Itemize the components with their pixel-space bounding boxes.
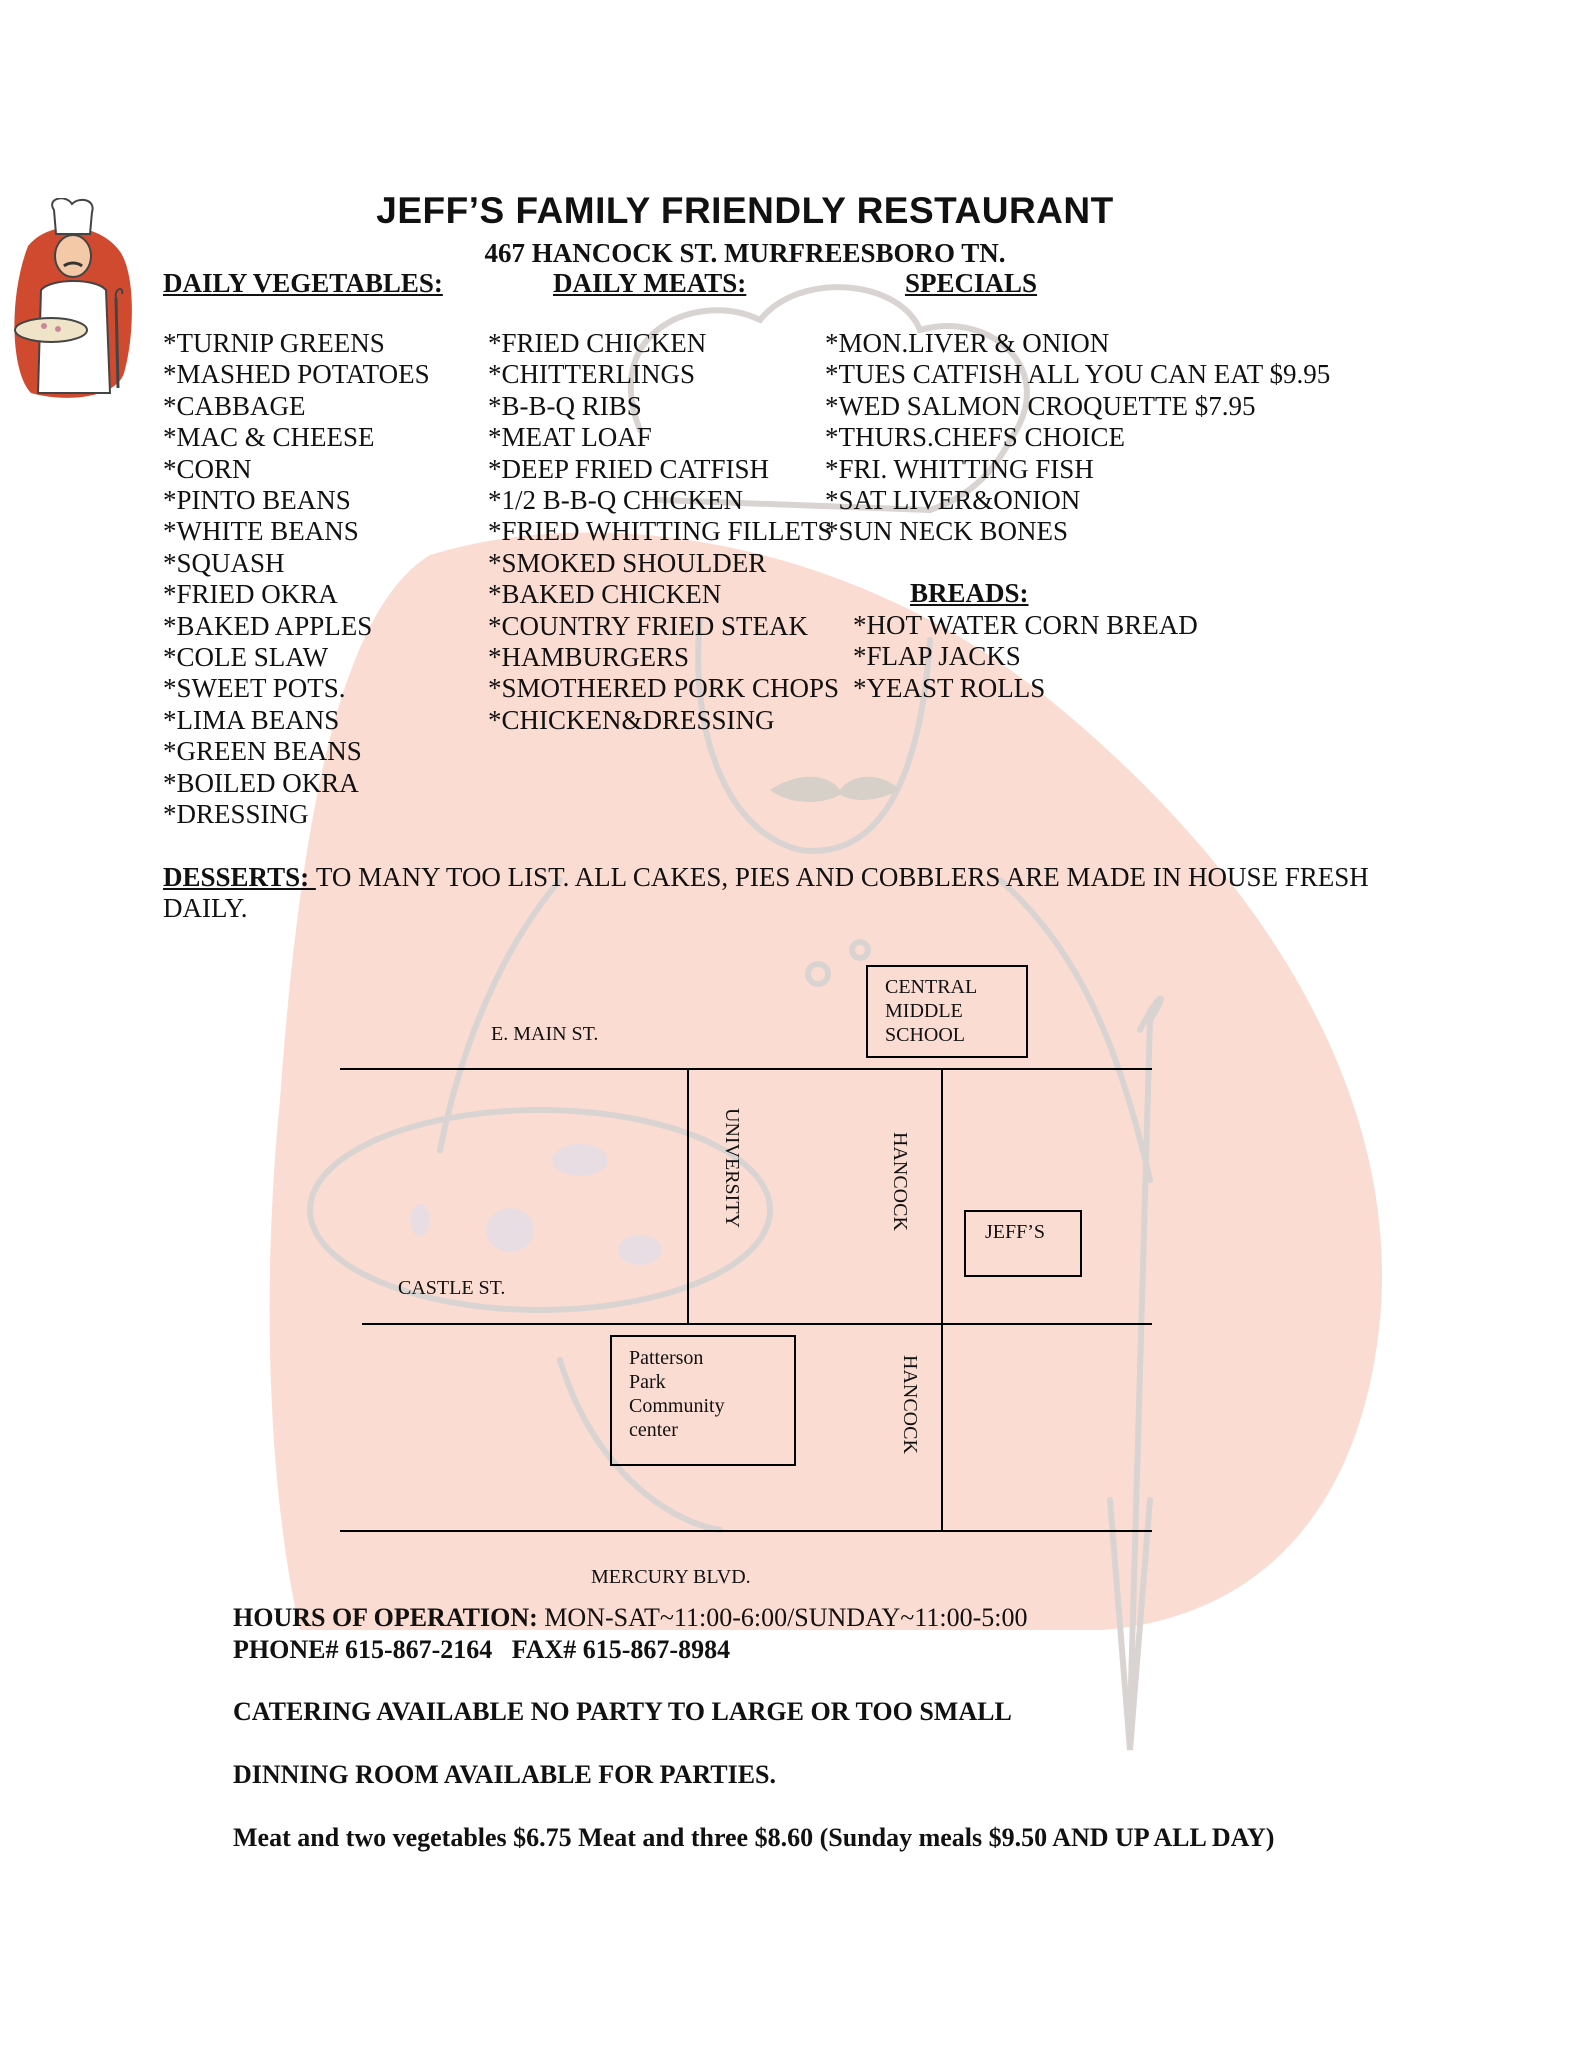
- map-road-mercury: [340, 1530, 1152, 1532]
- menu-item: *SQUASH: [163, 547, 285, 578]
- map-label-castle: CASTLE ST.: [398, 1277, 506, 1299]
- meats-list: *FRIED CHICKEN*CHITTERLINGS*B-B-Q RIBS*M…: [488, 328, 839, 736]
- map-school-line1: CENTRAL: [885, 976, 978, 998]
- map-label-e-main: E. MAIN ST.: [491, 1023, 599, 1045]
- menu-item: *BOILED OKRA: [163, 767, 359, 798]
- menu-item: *CHITTERLINGS: [488, 359, 695, 390]
- menu-item: *FRIED CHICKEN: [488, 328, 707, 358]
- menu-item: *FLAP JACKS: [853, 641, 1021, 672]
- map-label-hancock-bottom: HANCOCK: [899, 1355, 921, 1454]
- map-park-line4: center: [629, 1419, 678, 1441]
- chef-logo-icon: [14, 198, 132, 398]
- menu-item: *YEAST ROLLS: [853, 672, 1046, 703]
- menu-item: *FRIED WHITTING FILLETS: [488, 516, 833, 547]
- vegetables-heading: DAILY VEGETABLES:: [163, 268, 443, 298]
- breads-heading: BREADS:: [910, 578, 1029, 608]
- desserts-note: DESSERTS: TO MANY TOO LIST. ALL CAKES, P…: [163, 862, 1423, 924]
- menu-item: *BAKED APPLES: [163, 610, 373, 641]
- menu-item: *FRIED OKRA: [163, 579, 338, 610]
- vegetables-list: *TURNIP GREENS*MASHED POTATOES*CABBAGE*M…: [163, 328, 430, 831]
- map-road-hancock: [941, 1068, 943, 1532]
- breads-list: *HOT WATER CORN BREAD*FLAP JACKS*YEAST R…: [853, 610, 1198, 704]
- menu-item: *MASHED POTATOES: [163, 359, 430, 390]
- menu-item: *1/2 B-B-Q CHICKEN: [488, 485, 743, 516]
- menu-item: *LIMA BEANS: [163, 704, 340, 735]
- restaurant-address: 467 HANCOCK ST. MURFREESBORO TN.: [484, 238, 1006, 268]
- menu-item: *WHITE BEANS: [163, 516, 359, 547]
- menu-item: *SMOKED SHOULDER: [488, 547, 767, 578]
- menu-item: *CORN: [163, 453, 252, 484]
- map-road-e-main: [340, 1068, 1152, 1070]
- hours-label: HOURS OF OPERATION:: [233, 1603, 538, 1632]
- menu-item: *COUNTRY FRIED STEAK: [488, 610, 809, 641]
- restaurant-name: JEFF’S FAMILY FRIENDLY RESTAURANT: [376, 190, 1114, 231]
- specials-list: *MON.LIVER & ONION*TUES CATFISH ALL YOU …: [825, 328, 1330, 548]
- menu-item: *DRESSING: [163, 799, 309, 830]
- menu-item: *B-B-Q RIBS: [488, 390, 642, 421]
- menu-item: *HAMBURGERS: [488, 642, 690, 673]
- menu-item: *SWEET POTS.: [163, 673, 346, 704]
- meal-pricing: Meat and two vegetables $6.75 Meat and t…: [233, 1823, 1275, 1852]
- desserts-text: TO MANY TOO LIST. ALL CAKES, PIES AND CO…: [163, 862, 1369, 923]
- menu-item: *BAKED CHICKEN: [488, 579, 722, 610]
- map-label-hancock-top: HANCOCK: [889, 1132, 911, 1231]
- menu-item: *HOT WATER CORN BREAD: [853, 610, 1198, 640]
- catering-note: CATERING AVAILABLE NO PARTY TO LARGE OR …: [233, 1697, 1012, 1726]
- map-park-line1: Patterson: [629, 1347, 704, 1369]
- menu-item: *SUN NECK BONES: [825, 516, 1069, 547]
- menu-item: *COLE SLAW: [163, 642, 329, 673]
- menu-item: *WED SALMON CROQUETTE $7.95: [825, 390, 1256, 421]
- desserts-label: DESSERTS:: [163, 862, 316, 892]
- fax-number: FAX# 615-867-8984: [511, 1635, 731, 1664]
- map-label-mercury: MERCURY BLVD.: [591, 1566, 751, 1588]
- meats-heading: DAILY MEATS:: [553, 268, 747, 298]
- phone-number: PHONE# 615-867-2164: [233, 1635, 493, 1664]
- menu-item: *FRI. WHITTING FISH: [825, 453, 1094, 484]
- map-jeffs-location: [964, 1210, 1082, 1277]
- menu-item: *SMOTHERED PORK CHOPS: [488, 673, 840, 704]
- contact-line: PHONE# 615-867-2164 FAX# 615-867-8984: [233, 1635, 730, 1665]
- menu-item: *PINTO BEANS: [163, 485, 351, 516]
- map-school-line3: SCHOOL: [885, 1024, 966, 1046]
- map-road-castle: [362, 1323, 1152, 1325]
- map-label-university: UNIVERSITY: [721, 1108, 743, 1228]
- menu-item: *SAT LIVER&ONION: [825, 485, 1081, 516]
- menu-item: *TUES CATFISH ALL YOU CAN EAT $9.95: [825, 359, 1331, 390]
- menu-item: *CABBAGE: [163, 390, 306, 421]
- map-road-university: [687, 1068, 689, 1325]
- hours-value: MON-SAT~11:00-6:00/SUNDAY~11:00-5:00: [537, 1603, 1028, 1632]
- map-park-line2: Park: [629, 1371, 666, 1393]
- map-label-jeffs: JEFF’S: [985, 1221, 1046, 1243]
- menu-item: *GREEN BEANS: [163, 736, 362, 767]
- map-patterson-park: [610, 1335, 796, 1466]
- specials-heading: SPECIALS: [905, 268, 1038, 298]
- menu-item: *TURNIP GREENS: [163, 328, 385, 358]
- menu-item: *DEEP FRIED CATFISH: [488, 453, 770, 484]
- map-central-middle-school: [866, 965, 1028, 1058]
- hours-of-operation: HOURS OF OPERATION: MON-SAT~11:00-6:00/S…: [233, 1603, 1027, 1633]
- menu-item: *MEAT LOAF: [488, 422, 652, 453]
- menu-item: *CHICKEN&DRESSING: [488, 704, 775, 735]
- map-park-line3: Community: [629, 1395, 725, 1417]
- menu-item: *THURS.CHEFS CHOICE: [825, 422, 1126, 453]
- map-school-line2: MIDDLE: [885, 1000, 963, 1022]
- dining-room-note: DINNING ROOM AVAILABLE FOR PARTIES.: [233, 1760, 777, 1789]
- menu-item: *MAC & CHEESE: [163, 422, 375, 453]
- menu-item: *MON.LIVER & ONION: [825, 328, 1110, 358]
